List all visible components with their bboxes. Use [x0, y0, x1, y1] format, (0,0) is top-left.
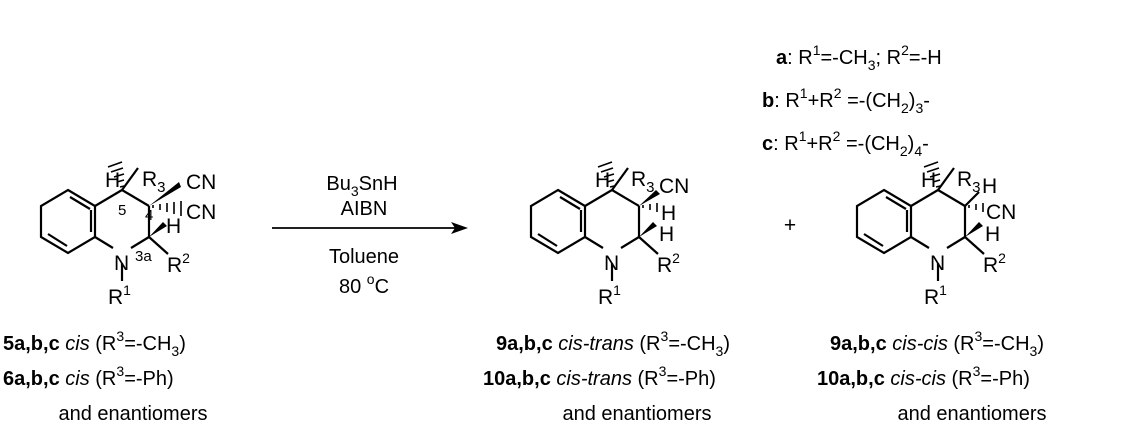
solvent-toluene: Toluene — [329, 246, 399, 268]
caption-line: 9a,b,c cis-cis (R3=-CH3) — [830, 328, 1044, 359]
caption-line: 10a,b,c cis-cis (R3=-Ph) — [817, 363, 1030, 390]
reaction-arrow-group: Bu3SnH AIBN Toluene 80 oC — [272, 173, 468, 298]
caption-line: 6a,b,c cis (R3=-Ph) — [3, 363, 174, 390]
atom-h: H — [166, 215, 181, 238]
plus-sign: + — [784, 214, 796, 237]
atom-h: H — [659, 223, 674, 246]
substituent-r2: R2 — [983, 250, 1006, 277]
substituent-b: b: R1+R2 =-(CH2)3- — [762, 85, 930, 116]
substituent-r1: R1 — [924, 282, 947, 309]
substituent-r3: R3 — [142, 168, 166, 196]
locant-3a: 3a — [135, 248, 152, 265]
atom-n: N — [604, 252, 619, 275]
substituent-r3: R3 — [631, 168, 655, 196]
atom-h: H — [982, 175, 997, 198]
caption-line: 9a,b,c cis-trans (R3=-CH3) — [496, 328, 730, 359]
caption-line: 5a,b,c cis (R3=-CH3) — [3, 328, 186, 359]
caption-cis-cis-product: 9a,b,c cis-cis (R3=-CH3) 10a,b,c cis-cis… — [817, 328, 1046, 425]
cyano-group: CN — [986, 201, 1016, 224]
caption-line: and enantiomers — [563, 403, 712, 425]
substituent-c: c: R1+R2 =-(CH2)4- — [762, 128, 929, 159]
caption-starting-material: 5a,b,c cis (R3=-CH3) 6a,b,c cis (R3=-Ph)… — [3, 328, 207, 425]
product-cis-cis-structure: H R3 H CN H N R1 R2 — [855, 160, 1016, 309]
product-cis-trans-structure: H R3 CN H H N R1 R2 — [529, 160, 689, 309]
substituent-r1: R1 — [598, 282, 621, 309]
caption-line: and enantiomers — [898, 403, 1047, 425]
locant-4: 4 — [145, 207, 153, 224]
atom-h: H — [105, 169, 120, 192]
caption-cis-trans-product: 9a,b,c cis-trans (R3=-CH3) 10a,b,c cis-t… — [483, 328, 730, 425]
arrow-head-icon — [451, 222, 468, 234]
locant-5: 5 — [118, 202, 126, 219]
substituent-r1: R1 — [108, 282, 131, 309]
atom-h: H — [595, 169, 610, 192]
reagent-bu3snh: Bu3SnH — [326, 173, 397, 199]
cyano-group: CN — [186, 201, 216, 224]
initiator-aibn: AIBN — [341, 198, 388, 220]
cyano-group: CN — [186, 171, 216, 194]
atom-h: H — [921, 169, 936, 192]
substituent-legend: a: R1=-CH3; R2=-H b: R1+R2 =-(CH2)3- c: … — [762, 42, 942, 159]
atom-n: N — [930, 252, 945, 275]
caption-line: 10a,b,c cis-trans (R3=-Ph) — [483, 363, 716, 390]
starting-material-structure: H R3 CN CN H N R1 R2 5 4 3a — [39, 160, 216, 309]
substituent-r3: R3 — [957, 168, 981, 196]
temperature: 80 oC — [339, 271, 389, 298]
substituent-a: a: R1=-CH3; R2=-H — [776, 42, 942, 73]
atom-n: N — [114, 252, 129, 275]
cyano-group: CN — [659, 175, 689, 198]
atom-h: H — [661, 202, 676, 225]
atom-h: H — [985, 223, 1000, 246]
substituent-r2: R2 — [657, 250, 680, 277]
caption-line: and enantiomers — [59, 403, 208, 425]
substituent-r2: R2 — [167, 250, 190, 277]
